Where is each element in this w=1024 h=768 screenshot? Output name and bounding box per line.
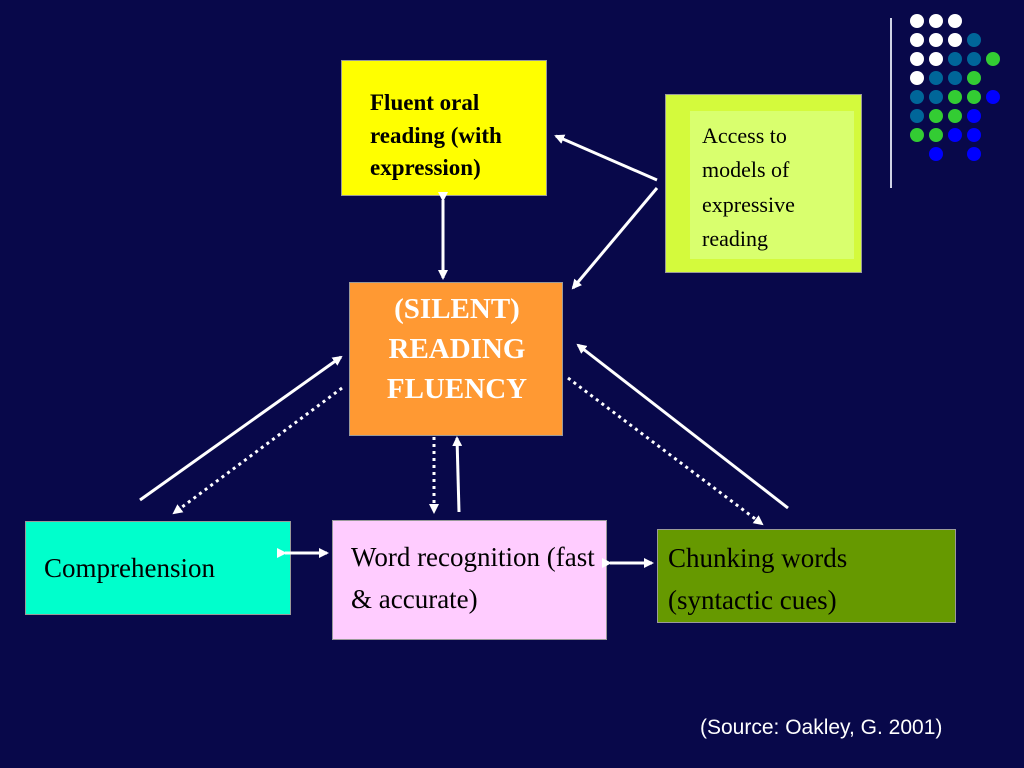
decorative-dot bbox=[948, 90, 962, 104]
decorative-dot bbox=[986, 52, 1000, 66]
decorative-dot bbox=[929, 71, 943, 85]
arrow-center-to-comprehension-dotted bbox=[172, 386, 343, 515]
decorative-dot bbox=[910, 52, 924, 66]
decorative-dot bbox=[910, 71, 924, 85]
decorative-dot bbox=[967, 90, 981, 104]
arrow-center-to-chunking-dotted bbox=[567, 376, 764, 526]
decorative-dot bbox=[986, 90, 1000, 104]
access-models-label: Access to models of expressive reading bbox=[702, 123, 795, 251]
chunking-words-label: Chunking words (syntactic cues) bbox=[668, 543, 848, 615]
decorative-dot bbox=[967, 33, 981, 47]
arrow-access-to-center bbox=[571, 187, 659, 290]
access-models-box: Access to models of expressive reading bbox=[665, 94, 862, 273]
decorative-dot bbox=[929, 14, 943, 28]
decorative-dot bbox=[948, 71, 962, 85]
decorative-dot bbox=[929, 128, 943, 142]
silent-reading-fluency-label: (SILENT) READING FLUENCY bbox=[350, 289, 564, 409]
decorative-dot-grid bbox=[910, 14, 1006, 164]
silent-reading-fluency-box: (SILENT) READING FLUENCY bbox=[349, 282, 563, 436]
center-line-2: READING bbox=[388, 333, 526, 366]
access-models-panel: Access to models of expressive reading bbox=[690, 111, 854, 259]
decorative-divider-line bbox=[890, 18, 892, 188]
arrow-chunking-to-center bbox=[576, 343, 789, 510]
decorative-dot bbox=[948, 14, 962, 28]
fluent-oral-reading-box: Fluent oral reading (with expression) bbox=[341, 60, 547, 196]
center-line-3: FLUENCY bbox=[386, 373, 528, 406]
chunking-words-box: Chunking words (syntactic cues) bbox=[657, 529, 956, 623]
decorative-dot bbox=[910, 109, 924, 123]
source-citation: (Source: Oakley, G. 2001) bbox=[700, 716, 943, 739]
decorative-dot bbox=[948, 33, 962, 47]
decorative-dot bbox=[967, 128, 981, 142]
word-recognition-label: Word recognition (fast & accurate) bbox=[351, 542, 595, 614]
decorative-dot bbox=[929, 147, 943, 161]
comprehension-box: Comprehension bbox=[25, 521, 291, 615]
decorative-dot bbox=[967, 147, 981, 161]
decorative-dot bbox=[948, 52, 962, 66]
decorative-dot bbox=[910, 14, 924, 28]
decorative-dot bbox=[929, 90, 943, 104]
decorative-dot bbox=[929, 52, 943, 66]
decorative-dot bbox=[967, 109, 981, 123]
decorative-dot bbox=[948, 128, 962, 142]
arrow-comprehension-to-center bbox=[139, 355, 343, 502]
arrow-access-to-fluent bbox=[554, 134, 658, 182]
center-line-1: (SILENT) bbox=[394, 293, 520, 325]
decorative-dot bbox=[910, 90, 924, 104]
word-recognition-box: Word recognition (fast & accurate) bbox=[332, 520, 607, 640]
decorative-dot bbox=[967, 52, 981, 66]
decorative-dot bbox=[910, 33, 924, 47]
comprehension-label: Comprehension bbox=[44, 553, 215, 583]
decorative-dot bbox=[929, 109, 943, 123]
decorative-dot bbox=[967, 71, 981, 85]
decorative-dot bbox=[948, 109, 962, 123]
decorative-dot bbox=[929, 33, 943, 47]
arrow-word-to-center bbox=[452, 436, 463, 513]
fluent-oral-reading-label: Fluent oral reading (with expression) bbox=[370, 90, 502, 181]
decorative-dot bbox=[910, 128, 924, 142]
